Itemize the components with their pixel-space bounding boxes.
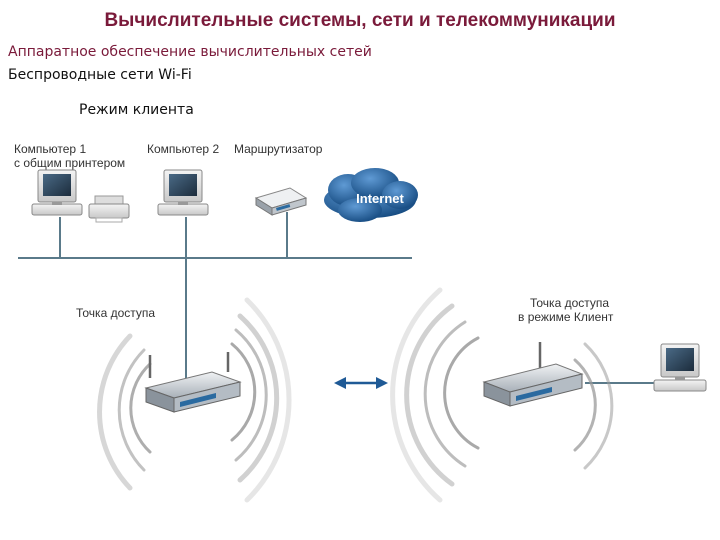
access-point-left-icon <box>144 352 242 413</box>
computer-1-icon <box>31 169 83 216</box>
access-point-right-label-line2: в режиме Клиент <box>518 310 614 324</box>
section-title: Беспроводные сети Wi-Fi <box>8 67 192 83</box>
page-title: Вычислительные системы, сети и телекомму… <box>104 10 616 31</box>
access-point-left-label: Точка доступа <box>76 306 156 320</box>
wireless-waves-left <box>97 297 292 503</box>
access-point-right-label-line1: Точка доступа <box>530 296 610 310</box>
computer1-label-line2: с общим принтером <box>14 156 126 170</box>
internet-cloud-icon: Internet <box>324 168 418 222</box>
subtitle: Аппаратное обеспечение вычислительных се… <box>8 44 372 60</box>
computer1-label: Компьютер 1 с общим принтером <box>14 142 125 170</box>
computer2-label: Компьютер 2 <box>147 142 220 156</box>
router-icon <box>254 187 308 216</box>
mode-title: Режим клиента <box>79 102 194 118</box>
printer-icon <box>88 195 130 223</box>
double-arrow-icon <box>334 377 388 389</box>
network-bus <box>18 212 660 384</box>
access-point-right-icon <box>482 342 584 407</box>
router-label: Маршрутизатор <box>234 142 323 156</box>
client-computer-icon <box>653 343 707 392</box>
wireless-waves-right <box>390 287 614 503</box>
computer1-label-line1: Компьютер 1 <box>14 142 87 156</box>
access-point-right-label: Точка доступа в режиме Клиент <box>518 296 613 324</box>
computer-2-icon <box>157 169 209 216</box>
cloud-label: Internet <box>356 191 404 206</box>
